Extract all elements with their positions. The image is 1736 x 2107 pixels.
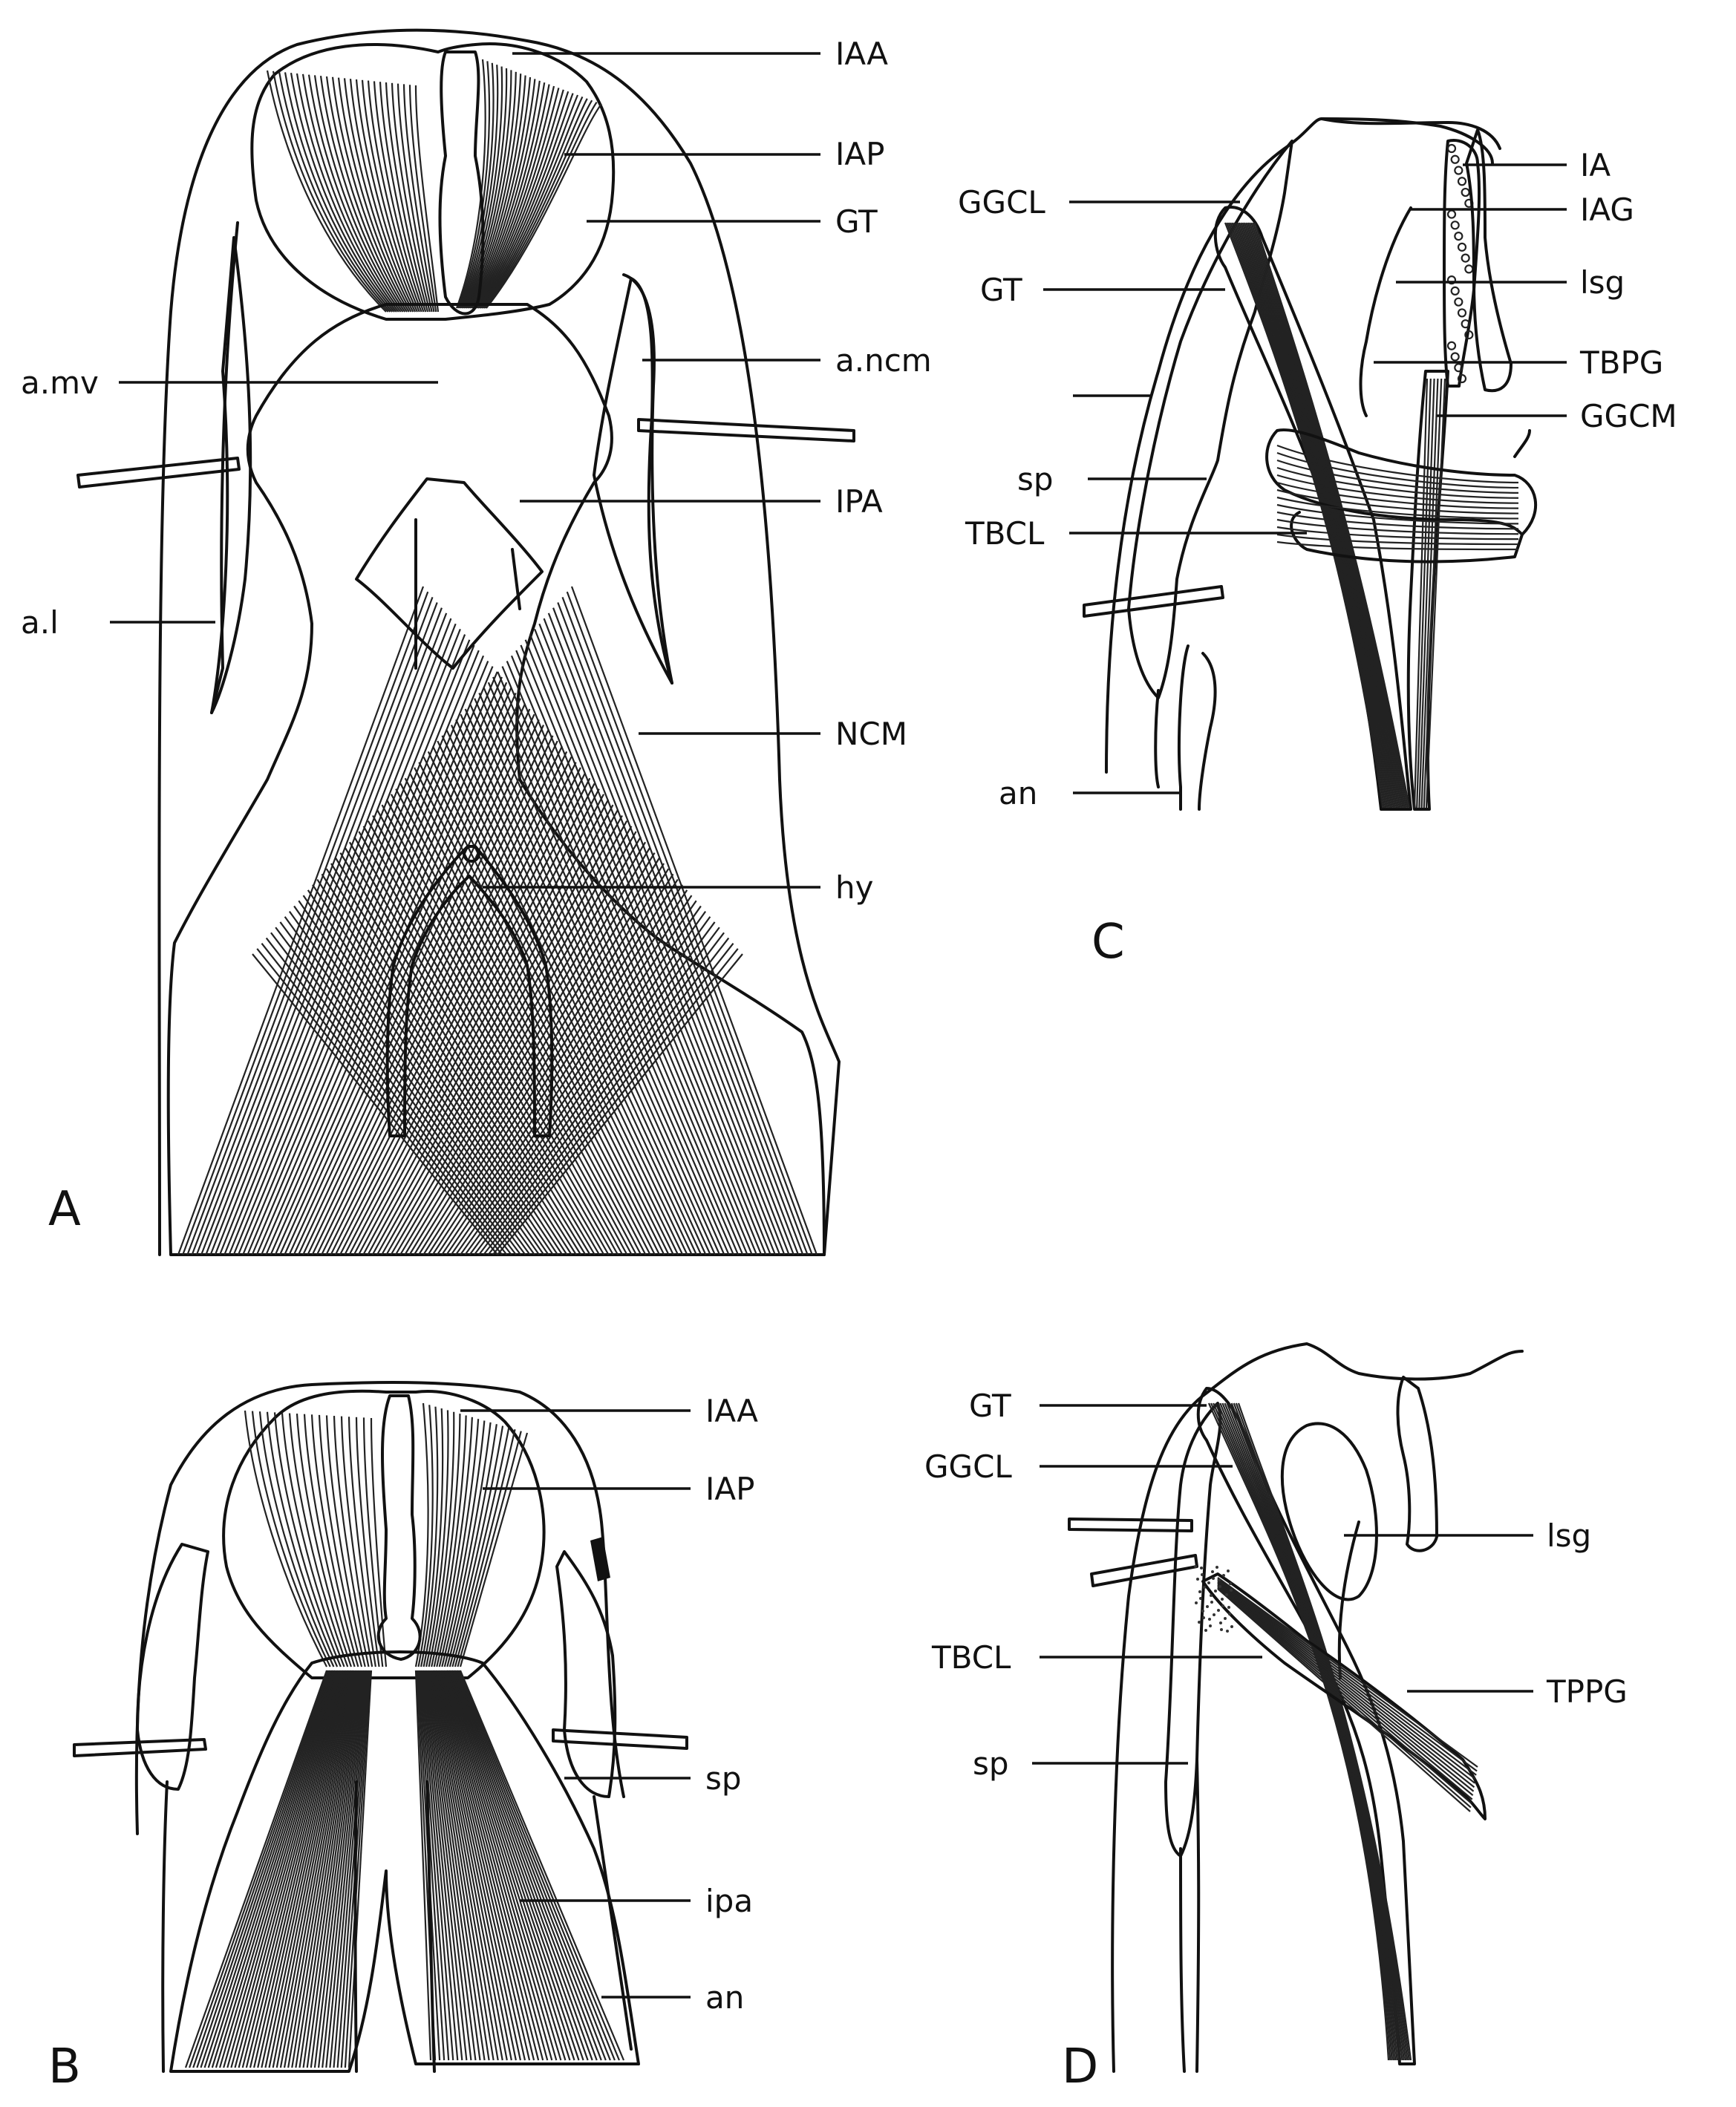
label-a-iaa: IAA: [835, 36, 888, 72]
label-d-tppg: TPPG: [1546, 1673, 1628, 1710]
panel-d-jaw-inner: [1195, 1758, 1201, 2073]
panel-d-oval: [1280, 1422, 1378, 1601]
label-d-sp: sp: [973, 1745, 1009, 1782]
panel-a-hyoid: [385, 845, 554, 1137]
label-b-ipa: ipa: [705, 1883, 753, 1919]
label-a-al: a.l: [21, 604, 59, 641]
panel-b-right-rod: [552, 1728, 688, 1750]
panel-c-fibers-ggcm: [1413, 378, 1446, 808]
label-b-iaa: IAA: [705, 1393, 758, 1429]
panel-d-rod-lower: [1090, 1554, 1198, 1587]
label-c-gt: GT: [980, 272, 1022, 308]
panel-c-outline: [1105, 117, 1494, 774]
panel-d-drawing: [1068, 1342, 1524, 2073]
label-a-ipa: IPA: [835, 483, 883, 520]
label-a-ancm: a.ncm: [835, 342, 932, 379]
label-a-ncm: NCM: [835, 716, 907, 752]
panel-c-drawing: [1083, 117, 1537, 811]
panel-a-right-aponeurosis: [593, 277, 673, 685]
panel-b-fibers-dome-left: [244, 1410, 388, 1667]
panel-b-left-jaw: [136, 1543, 209, 1791]
panel-c-lingual-support: [1465, 128, 1513, 393]
panel-b-right-jaw: [555, 1550, 617, 1798]
label-c-tbcl: TBCL: [965, 515, 1045, 552]
panel-b-fibers-dome-right: [414, 1402, 529, 1667]
label-c-iag: IAG: [1580, 192, 1634, 228]
panel-b-muscle-dome: [222, 1389, 546, 1679]
label-c-tbpg: TBPG: [1579, 344, 1663, 381]
panel-a-lower-muscle: [166, 303, 826, 1256]
label-d-tbcl: TBCL: [931, 1639, 1011, 1676]
panel-letter-d: D: [1062, 2039, 1098, 2094]
panel-b-left-rod: [73, 1738, 207, 1757]
label-b-sp: sp: [705, 1760, 742, 1797]
panel-a-midline-slit: [438, 50, 485, 316]
label-d-ggcl: GGCL: [924, 1448, 1012, 1485]
panel-b-left-jaw-lower: [161, 1780, 169, 2073]
label-b-an: an: [705, 1979, 744, 2016]
panel-letter-a: A: [48, 1182, 81, 1237]
panel-d-jaw-lower: [1179, 1847, 1186, 2073]
panel-d-inner-fold: [1337, 1520, 1360, 1679]
panel-a-outline: [157, 28, 841, 1256]
panel-b-drawing: [73, 1381, 688, 2073]
panel-a-fibers-dome-right: [455, 59, 602, 309]
label-b-iap: IAP: [705, 1471, 754, 1507]
panel-d-stipple: [1194, 1565, 1233, 1633]
panel-c-fibers-band: [1276, 444, 1519, 551]
panel-d-outline: [1111, 1342, 1524, 2073]
panel-b-v-muscle: [169, 1650, 640, 2073]
label-a-gt: GT: [835, 203, 878, 240]
panel-d-fibers-crossing: [1217, 1577, 1478, 1812]
panel-c-gland-texture: [1446, 143, 1474, 384]
panel-b-dark-mark: [590, 1537, 610, 1581]
label-c-ggcl: GGCL: [958, 184, 1045, 220]
label-a-iap: IAP: [835, 136, 884, 172]
panel-a-left-rod: [76, 457, 241, 489]
panel-c-rod: [1083, 585, 1224, 618]
panel-d-lingual: [1396, 1376, 1438, 1552]
panel-b-fibers-v: [184, 1670, 625, 2068]
panel-c-cartilage: [1178, 644, 1217, 811]
label-c-lsg: lsg: [1580, 264, 1625, 301]
label-a-amv: a.mv: [21, 365, 99, 401]
label-c-an: an: [999, 775, 1037, 811]
panel-a-notochord-line-2: [511, 548, 521, 610]
panel-a-fibers-lower: [177, 586, 818, 1255]
panel-d-diagonal-muscle: [1196, 1387, 1416, 2065]
panel-a-drawing: [76, 28, 855, 1256]
panel-a-diamond-opening: [355, 477, 544, 670]
label-d-gt: GT: [969, 1388, 1011, 1424]
panel-b-notochord-1: [353, 1780, 358, 2073]
panel-c-jaw: [1127, 140, 1293, 699]
panel-a-hyoid-joint: [463, 845, 480, 863]
label-a-hy: hy: [835, 869, 873, 906]
panel-c-inner-fold: [1359, 206, 1412, 417]
panel-letter-c: C: [1091, 915, 1125, 970]
panel-a-right-rod: [637, 418, 855, 442]
panel-c-jaw-lower: [1154, 689, 1160, 788]
panel-c-fibers-diagonal: [1224, 222, 1411, 808]
panel-d-crossing-muscle: [1201, 1572, 1487, 1820]
label-d-lsg: lsg: [1547, 1518, 1591, 1554]
panel-d-jaw: [1164, 1402, 1222, 1858]
panel-b-notochord-2: [425, 1780, 436, 2073]
label-c-ia: IA: [1580, 147, 1611, 183]
panel-d-rod-upper: [1068, 1518, 1193, 1532]
panel-a-fibers-dome-left: [266, 70, 440, 313]
label-c-ggcm: GGCM: [1580, 398, 1677, 434]
panel-b-midline-slit: [376, 1394, 422, 1661]
panel-c-band-end: [1513, 429, 1531, 458]
panel-c-diagonal-muscle: [1213, 206, 1412, 811]
panel-a-muscle-dome: [250, 42, 616, 321]
panel-c-top-edge: [1320, 117, 1501, 150]
panel-letter-b: B: [48, 2039, 81, 2094]
label-c-sp: sp: [1017, 461, 1054, 497]
panel-a-left-aponeurosis: [210, 236, 252, 714]
